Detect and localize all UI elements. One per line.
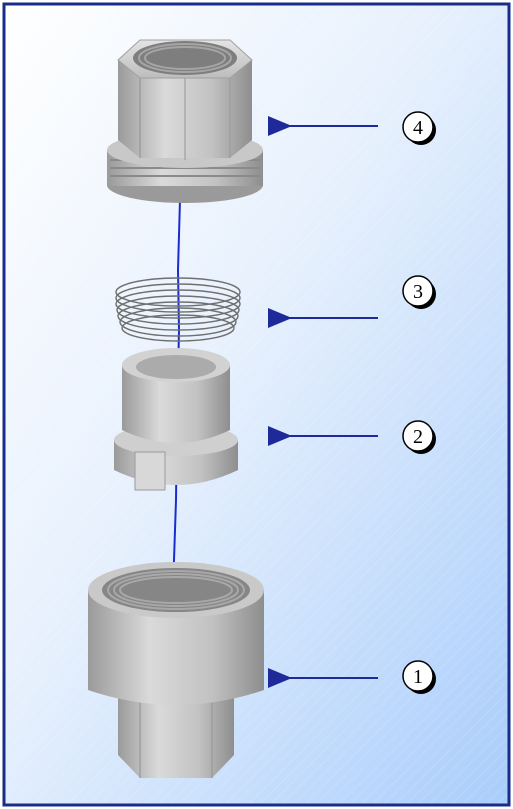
callout-number-2: 2 bbox=[413, 426, 423, 448]
callout-2: 2 bbox=[402, 420, 436, 454]
part-1-threaded-body bbox=[88, 562, 264, 778]
callout-1: 1 bbox=[402, 660, 436, 694]
callout-number-1: 1 bbox=[413, 666, 423, 688]
callout-3: 3 bbox=[402, 275, 436, 309]
part-2-slotted-insert bbox=[114, 348, 238, 491]
part-4-hex-adapter-nut bbox=[107, 39, 263, 203]
callout-number-3: 3 bbox=[413, 281, 423, 303]
callout-number-4: 4 bbox=[413, 117, 423, 139]
callout-4: 4 bbox=[402, 111, 436, 145]
part-3-coil-spring-ring bbox=[115, 277, 241, 342]
